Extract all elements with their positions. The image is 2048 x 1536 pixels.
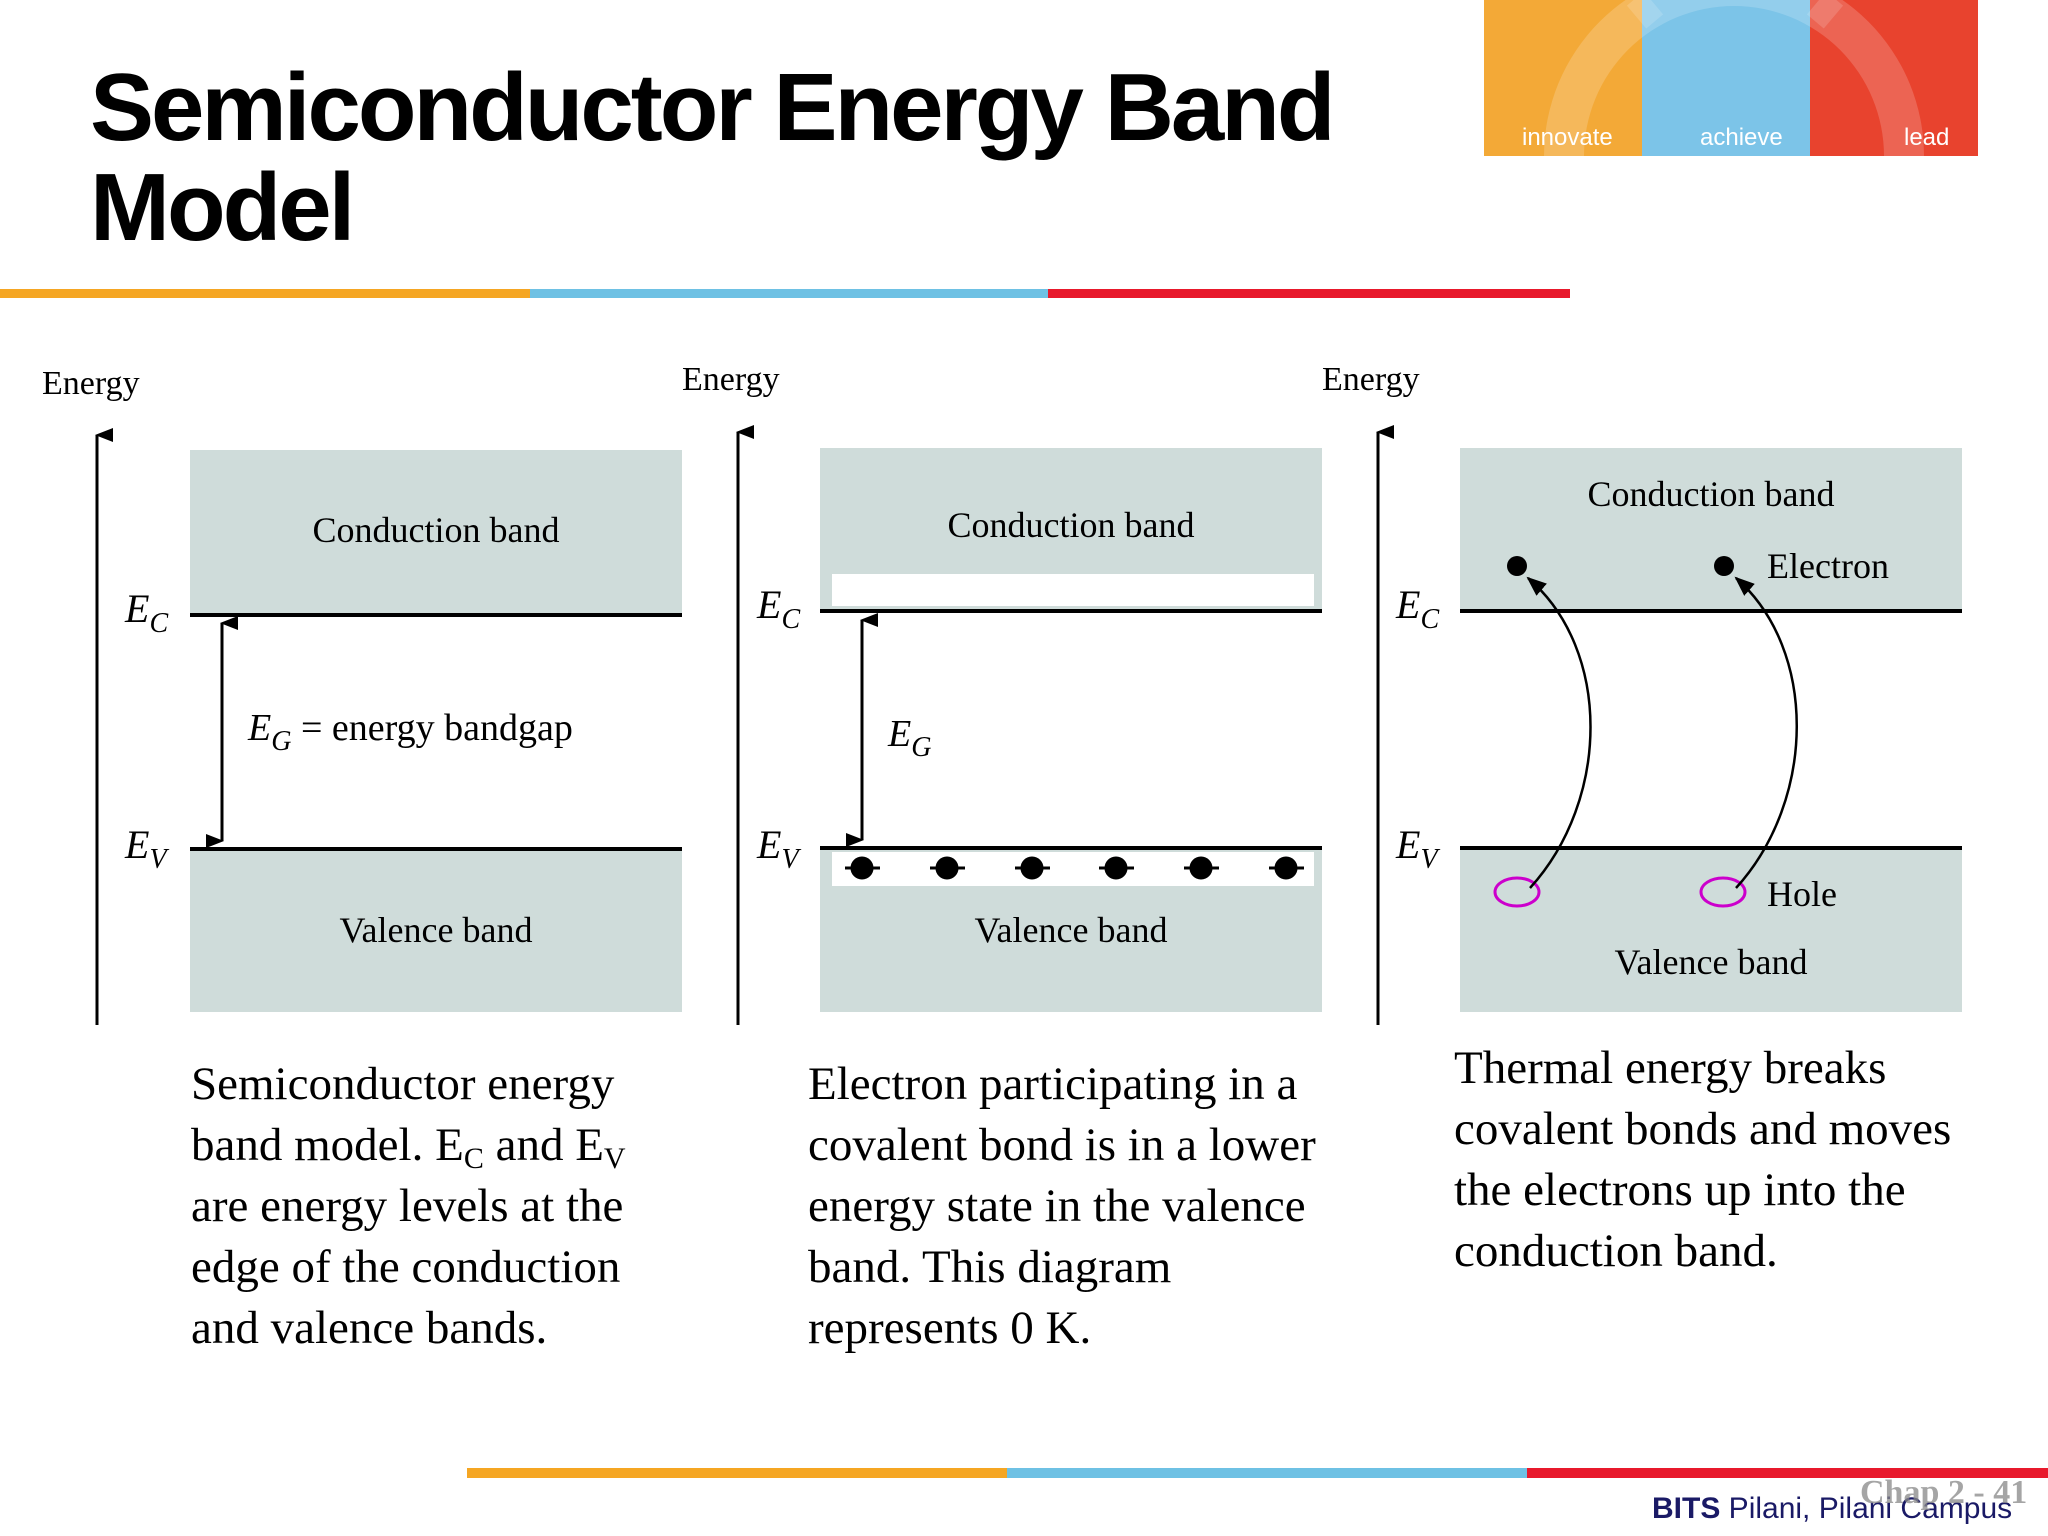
valence-band-label: Valence band — [1615, 942, 1808, 982]
bandgap-label: EG — [887, 713, 931, 763]
gear-icon — [1544, 0, 1924, 156]
footer-rule-red — [1527, 1468, 2048, 1478]
panel-zero-kelvin: Energy Conduction band Valence band EC E… — [682, 361, 1322, 1025]
valence-band-label: Valence band — [975, 910, 1168, 950]
energy-axis-label: Energy — [42, 365, 140, 402]
free-electron — [1714, 556, 1734, 576]
slide-page-number: Chap 2 - 41 — [1860, 1474, 2028, 1511]
valence-band-filled-strip — [832, 852, 1314, 886]
conduction-band — [190, 450, 682, 613]
valence-band — [1460, 849, 1962, 1012]
title-rule-red — [1048, 289, 1570, 298]
logo-segment-innovate — [1484, 0, 1642, 156]
excitation-arrow — [1734, 576, 1798, 889]
excitation-arrow — [1526, 576, 1592, 889]
hole-marker — [1493, 876, 1541, 908]
free-electron — [1507, 556, 1527, 576]
logo-segment-achieve — [1642, 0, 1810, 156]
footer-institution: BITS Pilani, Pilani Campus — [1652, 1492, 2013, 1525]
bandgap-label: EG = energy bandgap — [247, 707, 573, 757]
caption-zero-kelvin: Electron participating in a covalent bon… — [808, 1058, 1316, 1354]
bound-electrons — [845, 856, 1304, 880]
ec-level-label: EC — [124, 586, 168, 639]
logo-word-lead: lead — [1904, 124, 1950, 151]
footer-rule-orange — [467, 1468, 1007, 1478]
valence-band — [190, 850, 682, 1012]
logo-segment-lead — [1810, 0, 1978, 156]
conduction-band-label: Conduction band — [948, 505, 1195, 545]
title-rule-blue — [530, 289, 1048, 298]
panel-band-model: Energy Conduction band Valence band EC E… — [42, 365, 682, 1025]
hole-label: Hole — [1767, 874, 1837, 914]
energy-band-diagrams: Energy Conduction band Valence band EC E… — [42, 361, 1962, 1025]
ev-level-label: EV — [1395, 822, 1440, 875]
title-rule-orange — [0, 289, 530, 298]
ec-level-label: EC — [1395, 582, 1439, 635]
logo-word-achieve: achieve — [1700, 124, 1783, 151]
footer-rule-blue — [1007, 1468, 1527, 1478]
valence-band-label: Valence band — [340, 910, 533, 950]
conduction-band-empty-strip — [832, 574, 1314, 606]
logo-word-innovate: innovate — [1522, 124, 1613, 151]
conduction-band-label: Conduction band — [1588, 474, 1835, 514]
caption-thermal-excitation: Thermal energy breaks covalent bonds and… — [1454, 1042, 1952, 1277]
electron-label: Electron — [1767, 546, 1889, 586]
hole-marker — [1699, 876, 1747, 908]
slide-title: Semiconductor Energy Band Model — [90, 54, 1336, 261]
panel-thermal-excitation: Energy Conduction band Valence band EC E… — [1322, 361, 1962, 1025]
energy-axis-label: Energy — [1322, 361, 1420, 398]
ev-level-label: EV — [756, 822, 801, 875]
caption-band-model: Semiconductor energy band model. EC and … — [191, 1058, 626, 1354]
institute-logo: innovate achieve lead — [1484, 0, 1978, 156]
ec-level-label: EC — [756, 582, 800, 635]
conduction-band-label: Conduction band — [313, 510, 560, 550]
energy-axis-label: Energy — [682, 361, 780, 398]
ev-level-label: EV — [124, 822, 169, 875]
